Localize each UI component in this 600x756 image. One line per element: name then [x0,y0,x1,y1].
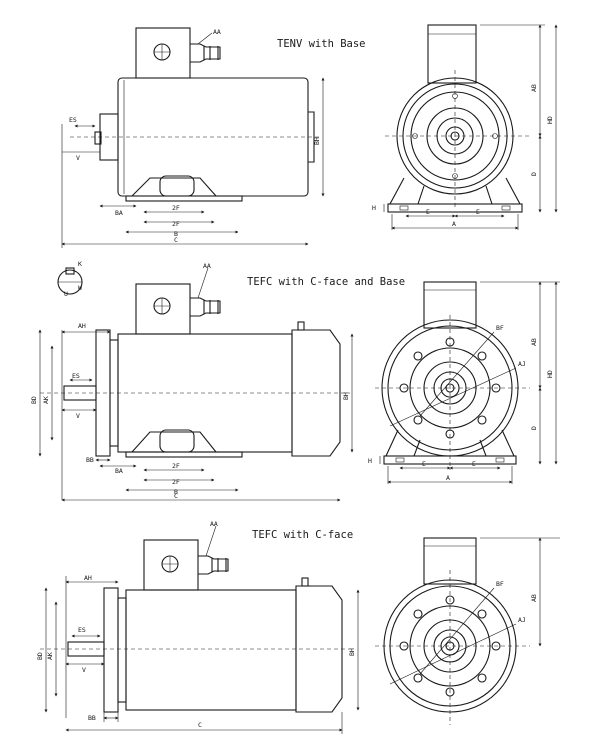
dim-u: U [64,290,68,298]
dim-bd: BD [30,396,38,404]
dim-hd: HD [546,370,554,378]
dim-2f-a: 2F [172,462,180,470]
view-tefc-c-face-base-side: TEFC with C-face and Base AA AH BD AK ES… [30,262,405,502]
dim-bf: BF [496,580,504,588]
base-plate [125,195,243,202]
view-title: TENV with Base [277,38,366,50]
dim-w: W [78,284,82,292]
base-plate [387,203,523,213]
dim-bh: BH [342,392,350,400]
view-tefc-c-face-front: BF AJ AB [375,537,560,725]
dim-bf: BF [496,324,504,332]
dim-a: A [452,220,456,228]
dim-h: H [368,457,372,465]
dim-d: D [530,172,538,176]
dim-bb: BB [86,456,94,464]
fan-cover [291,329,341,457]
dim-ak: AK [46,652,54,660]
dim-bh: BH [313,137,321,145]
view-tefc-c-face-side: TEFC with C-face AA AH BD AK ES V BB C [36,520,360,734]
dim-hd: HD [546,116,554,124]
shaft-key-detail: K U W [57,260,83,298]
terminal-box [143,539,199,591]
dim-v: V [76,412,80,420]
dim-ah: AH [84,574,92,582]
dim-b: B [174,488,178,496]
dim-bb: BB [88,714,96,722]
c-face-flange [103,587,119,713]
dim-e: E [422,460,426,468]
dim-ba: BA [115,467,123,475]
motor-body [125,589,297,711]
dim-e: E [426,208,430,216]
dim-ah: AH [78,322,86,330]
dim-aa: AA [203,262,211,270]
mounting-foot [130,177,218,197]
bolt-holes [399,595,501,697]
dim-bd: BD [36,652,44,660]
dim-2f-b: 2F [172,220,180,228]
base-plate [125,451,243,458]
dim-c: C [198,721,202,729]
dim-h: H [372,204,376,212]
dim-es: ES [72,372,80,380]
shaft [94,131,102,145]
dim-2f-b: 2F [172,478,180,486]
fan-cover [295,585,343,713]
dim-c: C [174,492,178,500]
terminal-box [135,27,191,79]
dim-k: K [78,260,82,268]
dim-ab: AB [530,594,538,602]
dim-ab: AB [530,338,538,346]
dim-aa: AA [213,28,221,36]
dim-e: E [472,460,476,468]
dim-aj: AJ [518,616,526,624]
dim-aj: AJ [518,360,526,368]
view-tenv-with-base-side: TENV with Base AA ES V BA 2F 2F B [61,27,366,248]
dim-ba: BA [115,209,123,217]
view-title: TEFC with C-face [252,529,353,541]
dim-aa: AA [210,520,218,528]
dim-ak: AK [42,396,50,404]
dim-b: B [174,230,178,238]
terminal-box [427,24,477,84]
mounting-foot [130,431,218,453]
terminal-box [423,281,477,329]
base-plate [383,455,517,465]
dim-bh: BH [348,648,356,656]
dim-v: V [76,154,80,162]
view-tenv-with-base-front: E E A H AB HD D [372,24,558,230]
dim-es: ES [69,116,77,124]
dim-c: C [174,236,178,244]
dim-a: A [446,474,450,482]
dim-d: D [530,426,538,430]
dim-es: ES [78,626,86,634]
view-tefc-c-face-base-front: BF AJ E E A H AB HD D [368,281,560,484]
dim-e: E [476,208,480,216]
dim-2f-a: 2F [172,204,180,212]
terminal-box [135,283,191,335]
dim-ab: AB [530,84,538,92]
dim-v: V [82,666,86,674]
view-title: TEFC with C-face and Base [247,276,405,288]
